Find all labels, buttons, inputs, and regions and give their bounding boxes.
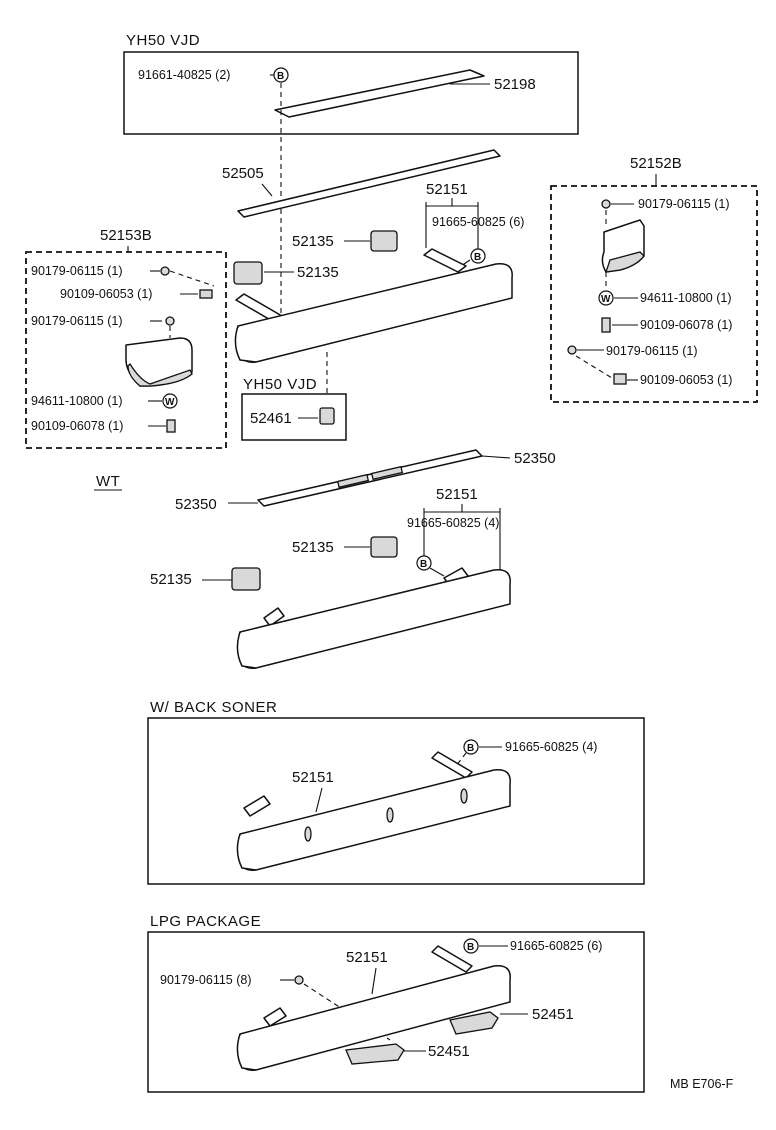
bolt-icon <box>601 317 611 333</box>
symbol-b-text: B <box>420 559 427 570</box>
figure-code: MB E706-F <box>670 1077 734 1091</box>
bolt-b-symbol: B <box>463 938 479 954</box>
label-52135-d: 52135 <box>150 571 192 588</box>
label-l-94611: 94611-10800 (1) <box>31 394 123 408</box>
header-yh50-mid: YH50 VJD <box>243 376 317 393</box>
label-52135-b: 52135 <box>297 264 339 281</box>
label-91661-40825: 91661-40825 (2) <box>138 68 230 82</box>
label-52451-a: 52451 <box>532 1006 574 1023</box>
label-52153b: 52153B <box>100 227 152 244</box>
header-wt: WT <box>96 473 120 490</box>
bolt-b-symbol: B <box>470 248 486 264</box>
part-52505-strip <box>237 149 501 218</box>
label-91665-60825-4-bs: 91665-60825 (4) <box>505 740 597 754</box>
label-52151-top: 52151 <box>426 181 468 198</box>
label-52505: 52505 <box>222 165 264 182</box>
bolt-icon <box>199 289 213 299</box>
bracket-52451-a <box>449 1011 499 1035</box>
label-91665-60825-6-lpg: 91665-60825 (6) <box>510 939 602 953</box>
label-52350-a: 52350 <box>514 450 556 467</box>
nut-icon <box>567 345 577 355</box>
label-52151-lpg: 52151 <box>346 949 388 966</box>
symbol-b-text: B <box>277 71 284 82</box>
nut-icon <box>165 316 175 326</box>
nut-icon <box>160 266 170 276</box>
rear-bumper-reinforcement-top <box>234 248 513 363</box>
clip-52135-c <box>370 536 398 558</box>
part-52198-strip <box>274 69 485 118</box>
bolt-b-symbol: B <box>416 555 432 571</box>
yh50-mid-box <box>241 393 347 441</box>
bolt-b-symbol: B <box>463 739 479 755</box>
label-91665-60825-4-wt: 91665-60825 (4) <box>407 516 499 530</box>
label-l-90109-06078: 90109-06078 (1) <box>31 419 123 433</box>
yh50-top-box <box>123 51 579 135</box>
label-52461: 52461 <box>250 410 292 427</box>
header-lpg: LPG PACKAGE <box>150 913 261 930</box>
label-90179-06115-8: 90179-06115 (8) <box>160 973 252 987</box>
clip-52135-b <box>233 261 263 285</box>
nut-icon <box>294 975 304 985</box>
label-52198: 52198 <box>494 76 536 93</box>
symbol-b-text: B <box>467 942 474 953</box>
label-52350-b: 52350 <box>175 496 217 513</box>
label-52151-bs: 52151 <box>292 769 334 786</box>
clip-52135-d <box>231 567 261 591</box>
group-52152b-box <box>550 185 758 403</box>
symbol-b-text: B <box>467 743 474 754</box>
bolt-icon <box>166 419 176 433</box>
clip-52135-a <box>370 230 398 252</box>
label-l-90179-2: 90179-06115 (1) <box>31 314 123 328</box>
washer-w-symbol: W <box>598 290 614 306</box>
back-soner-box <box>147 717 645 885</box>
label-r-90109-06078: 90109-06078 (1) <box>640 318 732 332</box>
label-52135-a: 52135 <box>292 233 334 250</box>
group-52153b-box <box>25 251 227 449</box>
rear-bumper-reinforcement-back-soner <box>236 751 511 871</box>
label-52151-wt: 52151 <box>436 486 478 503</box>
header-yh50-top: YH50 VJD <box>126 32 200 49</box>
lpg-box <box>147 931 645 1093</box>
symbol-b-text: B <box>474 252 481 263</box>
rear-bumper-reinforcement-lpg <box>236 945 511 1071</box>
label-52135-c: 52135 <box>292 539 334 556</box>
part-52461 <box>319 407 335 425</box>
rear-bumper-reinforcement-wt <box>236 567 511 669</box>
bolt-icon <box>613 373 627 385</box>
label-r-90179-2: 90179-06115 (1) <box>606 344 698 358</box>
label-r-94611: 94611-10800 (1) <box>640 291 732 305</box>
bracket-52451-b <box>345 1043 405 1065</box>
symbol-w-text: W <box>165 397 175 408</box>
symbol-w-text: W <box>601 294 611 305</box>
washer-w-symbol: W <box>162 393 178 409</box>
bolt-b-symbol: B <box>273 67 289 83</box>
label-r-90179-1: 90179-06115 (1) <box>638 197 730 211</box>
header-back-soner: W/ BACK SONER <box>150 699 277 716</box>
label-52152b: 52152B <box>630 155 682 172</box>
nut-icon <box>601 199 611 209</box>
label-l-90109-06053: 90109-06053 (1) <box>60 287 152 301</box>
label-l-90179-1: 90179-06115 (1) <box>31 264 123 278</box>
label-52451-b: 52451 <box>428 1043 470 1060</box>
label-r-90109-06053: 90109-06053 (1) <box>640 373 732 387</box>
